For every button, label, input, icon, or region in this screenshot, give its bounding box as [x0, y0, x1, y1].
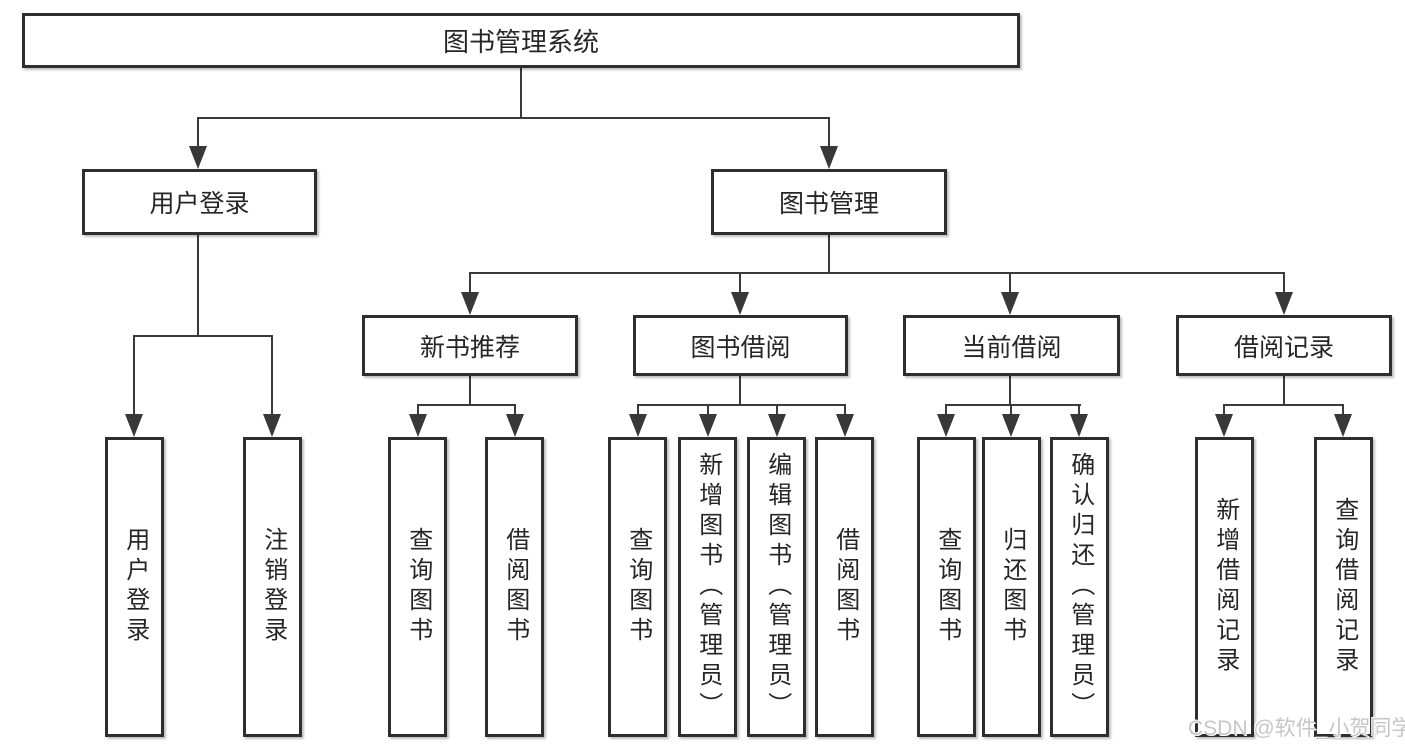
edge-line	[469, 272, 1285, 274]
node-book-borrowing: 图书借阅	[633, 315, 848, 376]
leaf-label: 注销登录	[259, 527, 287, 647]
arrowhead-down-icon	[506, 414, 524, 437]
edge-line	[828, 117, 830, 148]
edge-line	[1283, 376, 1285, 406]
node-user-login: 用户登录	[82, 169, 317, 235]
edge-line	[520, 68, 522, 119]
edge-line	[514, 404, 516, 416]
leaf-label: 编辑图书（管理员）	[763, 452, 791, 722]
edge-line	[844, 404, 846, 416]
node-current-borrowing: 当前借阅	[903, 315, 1120, 376]
leaf-label: 借阅图书	[831, 527, 859, 647]
edge-line	[945, 404, 1081, 406]
leaf-label: 确认归还（管理员）	[1066, 452, 1094, 722]
leaf-label: 查询借阅记录	[1330, 497, 1358, 677]
edge-line	[1010, 404, 1012, 416]
leaf-label: 查询图书	[404, 527, 432, 647]
leaf-label: 用户登录	[121, 527, 149, 647]
leaf-label: 归还图书	[998, 527, 1026, 647]
node-leaf-return-books: 归还图书	[982, 437, 1041, 737]
arrowhead-down-icon	[820, 146, 838, 169]
edge-line	[707, 404, 709, 416]
arrowhead-down-icon	[409, 414, 427, 437]
arrowhead-down-icon	[699, 414, 717, 437]
node-new-book-recommend: 新书推荐	[362, 315, 578, 376]
edge-line	[1078, 404, 1080, 416]
edge-line	[417, 404, 419, 416]
node-leaf-edit-books-admin: 编辑图书（管理员）	[747, 437, 806, 737]
edge-line	[1342, 404, 1344, 416]
arrowhead-down-icon	[1334, 414, 1352, 437]
node-leaf-add-books-admin: 新增图书（管理员）	[678, 437, 737, 737]
arrowhead-down-icon	[461, 292, 479, 315]
edge-line	[637, 404, 639, 416]
edge-line	[197, 235, 199, 337]
edge-line	[197, 117, 199, 148]
arrowhead-down-icon	[1001, 292, 1019, 315]
arrowhead-down-icon	[263, 414, 281, 437]
arrowhead-down-icon	[125, 414, 143, 437]
arrowhead-down-icon	[1070, 414, 1088, 437]
edge-line	[739, 272, 741, 294]
node-book-management: 图书管理	[711, 169, 947, 235]
edge-line	[1009, 272, 1011, 294]
node-leaf-newbook-borrow-books: 借阅图书	[485, 437, 544, 737]
edge-line	[197, 117, 830, 119]
edge-line	[1009, 376, 1011, 406]
arrowhead-down-icon	[629, 414, 647, 437]
leaf-label: 新增借阅记录	[1211, 497, 1239, 677]
arrowhead-down-icon	[731, 292, 749, 315]
arrowhead-down-icon	[937, 414, 955, 437]
edge-line	[1283, 272, 1285, 294]
arrowhead-down-icon	[768, 414, 786, 437]
arrowhead-down-icon	[1275, 292, 1293, 315]
node-leaf-borrow-query-books: 查询图书	[608, 437, 667, 737]
node-leaf-user-login: 用户登录	[105, 437, 164, 737]
edge-line	[637, 404, 846, 406]
arrowhead-down-icon	[1215, 414, 1233, 437]
leaf-label: 借阅图书	[501, 527, 529, 647]
node-borrowing-records: 借阅记录	[1176, 315, 1392, 376]
csdn-watermark: CSDN @软件_小贺同学	[1188, 717, 1405, 740]
node-leaf-logout: 注销登录	[243, 437, 302, 737]
edge-line	[469, 376, 471, 406]
leaf-label: 新增图书（管理员）	[694, 452, 722, 722]
leaf-label: 查询图书	[624, 527, 652, 647]
edge-line	[776, 404, 778, 416]
edge-line	[133, 335, 273, 337]
edge-line	[1223, 404, 1225, 416]
arrowhead-down-icon	[1002, 414, 1020, 437]
edge-line	[1223, 404, 1344, 406]
leaf-label: 查询图书	[933, 527, 961, 647]
edge-line	[417, 404, 516, 406]
edge-line	[133, 335, 135, 416]
node-leaf-add-borrow-record: 新增借阅记录	[1195, 437, 1254, 737]
node-leaf-confirm-return-admin: 确认归还（管理员）	[1050, 437, 1109, 737]
edge-line	[739, 376, 741, 406]
node-leaf-query-borrow-record: 查询借阅记录	[1314, 437, 1373, 737]
arrowhead-down-icon	[189, 146, 207, 169]
node-library-management-system: 图书管理系统	[22, 13, 1020, 68]
edge-line	[469, 272, 471, 294]
node-leaf-borrow-borrow-books: 借阅图书	[815, 437, 874, 737]
edge-line	[271, 335, 273, 416]
arrowhead-down-icon	[836, 414, 854, 437]
edge-line	[828, 235, 830, 274]
node-leaf-newbook-query-books: 查询图书	[388, 437, 447, 737]
node-leaf-current-query-books: 查询图书	[917, 437, 976, 737]
edge-line	[945, 404, 947, 416]
